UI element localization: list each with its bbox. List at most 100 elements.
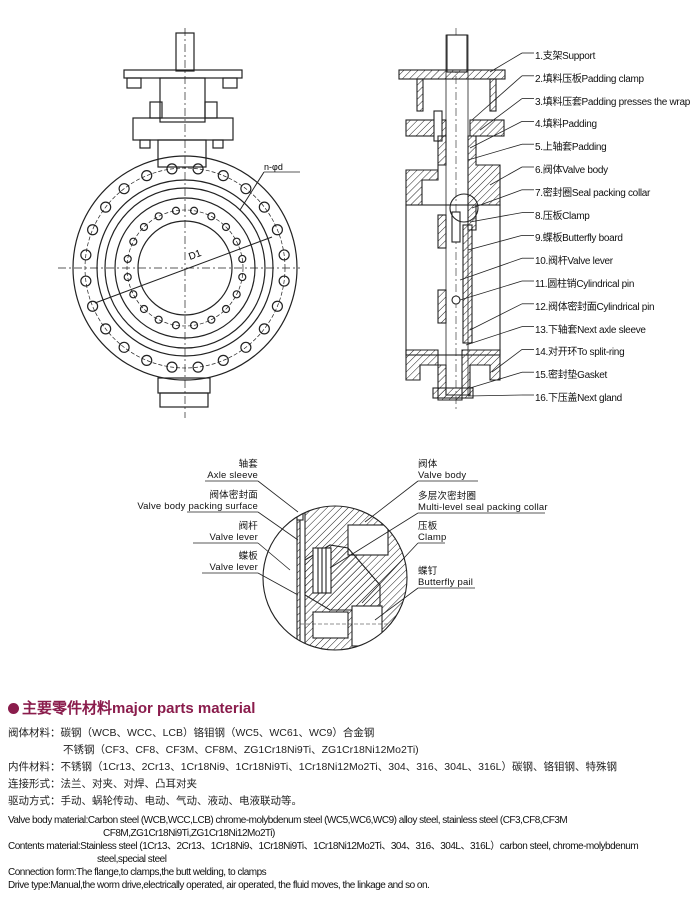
leader-line [469,121,523,149]
part-label: 11.圆柱销Cylindrical pin [535,279,635,290]
materials-cn-line: 驱动方式：手动、蜗轮传动、电动、气动、液动、电液联动等。 [8,795,302,807]
leader-line [489,166,523,186]
bolt-hole [129,290,138,299]
bolt-hole [232,237,241,246]
side-section-view [398,28,506,410]
bolt-hole [240,183,252,195]
dim-diameter-label: D1 [187,248,203,263]
bolt-hole [207,315,216,324]
bolt-hole [171,321,181,330]
part-label: 16.下压盖Next gland [535,393,622,404]
leader-line [469,212,523,223]
bolt-hole [154,212,163,221]
materials-en-line: Drive type:Manual,the worm drive,electri… [8,880,430,891]
materials-cn-line: 阀体材料：碳钢（WCB、WCC、LCB）铬钼钢（WC5、WC61、WC9）合金钢 [8,727,375,739]
bolt-hole [118,341,130,353]
materials-en-line: steel,special steel [97,854,167,865]
leader-line [465,326,523,346]
bolt-hole [141,170,153,182]
bolt-hole [123,254,132,264]
part-label: 7.密封圈Seal packing collar [535,187,651,199]
materials-en-line: CF8M,ZG1Cr18Ni9Ti,ZG1Cr18Ni12Mo2Ti) [103,828,275,839]
bolt-hole [221,222,231,232]
leader-line [479,98,523,131]
bolt-hole [141,354,153,366]
leader-line [491,349,523,373]
bolt-hole [192,163,204,175]
bolt-hole [217,354,229,366]
bullet-icon [8,703,19,714]
bolt-hole [238,254,247,264]
bolt-hole [123,272,132,282]
leader-line [459,280,523,301]
bolt-hole [87,224,99,236]
bolt-hole [240,341,252,353]
leader-line [467,394,523,397]
bolt-hole [232,290,241,299]
materials-en-line: Valve body material:Carbon steel (WCB,WC… [8,815,568,826]
part-label: 6.阀体Valve body [535,165,608,176]
leader-line [471,189,523,209]
part-label: 4.填料Padding [535,119,597,131]
bolt-hole [189,206,199,215]
bolt-hole [80,249,92,261]
leader-line [459,257,523,281]
bolt-hole [278,249,290,261]
bolt-hole [238,272,247,282]
bolt-hole [207,212,216,221]
materials-en-line: Connection form:The flange,to clamps,the… [8,867,267,878]
bolt-hole [258,201,270,213]
materials-en-line: Contents material:Stainless steel (1Cr13… [8,841,639,852]
part-label: 5.上轴套Padding [535,142,607,154]
bolt-hole [278,275,290,287]
bolt-hole [166,361,178,373]
leader-line [469,371,523,389]
part-label: 2.填料压板Padding clamp [535,73,644,85]
bolt-hole [171,206,181,215]
bolt-hole [129,237,138,246]
bolt-hole [271,300,283,312]
dim-holes-label: n-φd [264,162,283,172]
bolt-hole [87,300,99,312]
bolt-hole [139,222,149,232]
bolt-hole [100,201,112,213]
leader-line [489,52,523,73]
leader-line [467,143,523,161]
bolt-hole [100,323,112,335]
part-label: 13.下轴套Next axle sleeve [535,324,646,336]
materials-cn-line: 内件材料：不锈钢（1Cr13、2Cr13、1Cr18Ni9、1Cr18Ni9Ti… [8,761,617,773]
bolt-hole [154,315,163,324]
part-label: 3.填料压套Padding presses the wrap [535,96,690,108]
detail-view [262,505,408,651]
bolt-hole [258,323,270,335]
bolt-hole [80,275,92,287]
part-label: 9.蝶板Butterfly board [535,233,623,245]
bolt-hole [118,183,130,195]
leader-line [469,303,523,331]
bolt-hole [271,224,283,236]
bolt-hole [217,170,229,182]
part-label: 10.阀杆Valve lever [535,256,613,268]
front-view [58,28,300,418]
bolt-hole [221,304,231,314]
bolt-hole [166,163,178,175]
part-label: 14.对开环To split-ring [535,347,625,359]
materials-cn-line: 连接形式：法兰、对夹、对焊、凸耳对夹 [8,778,197,790]
part-label: 8.压板Clamp [535,210,590,222]
leader-line [467,235,523,251]
leader-line [471,75,523,121]
bolt-hole [192,361,204,373]
bolt-hole [139,304,149,314]
part-label: 12.阀体密封面Cylindrical pin [535,301,655,313]
part-label: 15.密封垫Gasket [535,370,607,382]
part-label: 1.支架Support [535,51,596,62]
materials-cn-line: 不锈钢（CF3、CF8、CF3M、CF8M、ZG1Cr18Ni9Ti、ZG1Cr… [63,744,419,756]
